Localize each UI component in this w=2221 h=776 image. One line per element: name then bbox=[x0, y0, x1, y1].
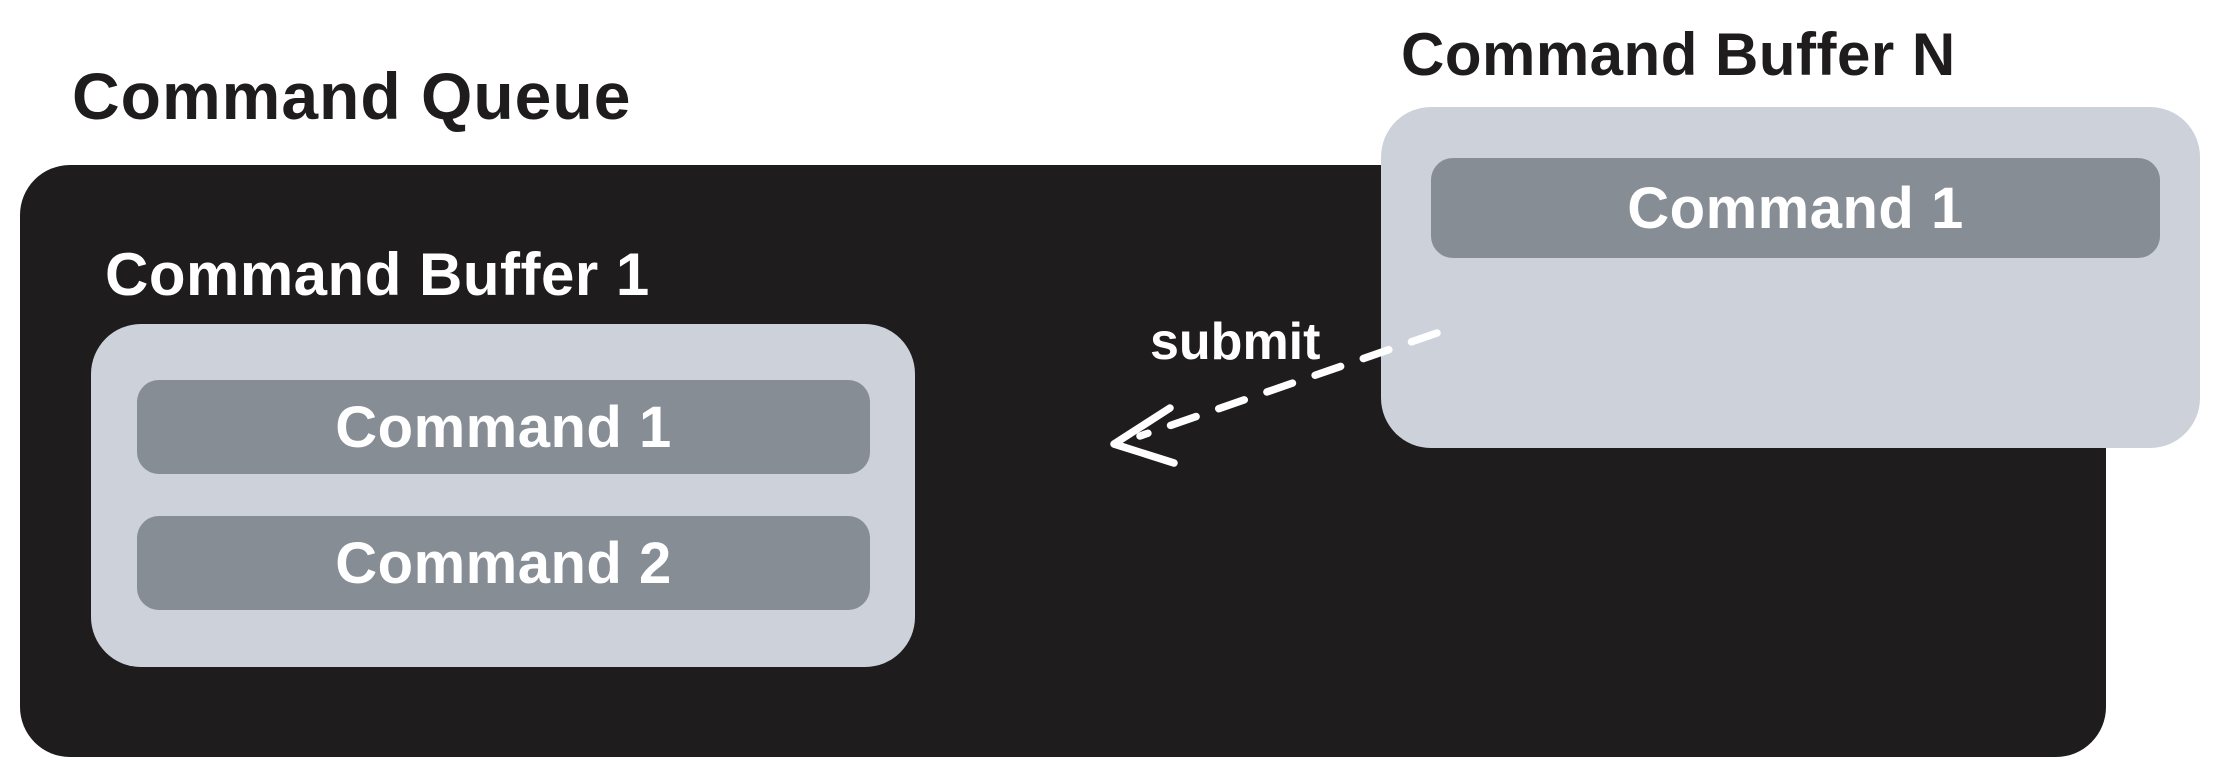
buffer-n-command-1-label: Command 1 bbox=[1627, 175, 1964, 241]
buffer-1-command-1: Command 1 bbox=[137, 380, 870, 474]
buffer-1-command-2: Command 2 bbox=[137, 516, 870, 610]
queue-title: Command Queue bbox=[72, 59, 632, 133]
buffer-1-title: Command Buffer 1 bbox=[105, 241, 650, 308]
buffer-1-command-1-label: Command 1 bbox=[335, 394, 672, 460]
buffer-1-command-2-label: Command 2 bbox=[335, 530, 672, 596]
buffer-1-box bbox=[91, 324, 915, 667]
buffer-n-command-1: Command 1 bbox=[1431, 158, 2160, 258]
buffer-n-title: Command Buffer N bbox=[1401, 21, 1956, 88]
submit-arrow-label: submit bbox=[1150, 313, 1321, 371]
